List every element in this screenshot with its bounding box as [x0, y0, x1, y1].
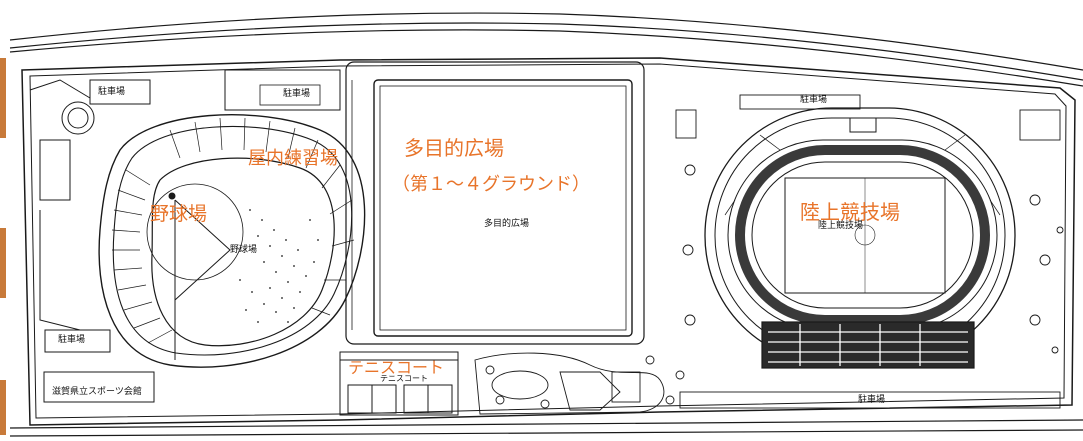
- parking-left-top-label: 駐車場: [98, 87, 126, 97]
- athletics-stadium: [704, 107, 1016, 369]
- bottom-road: [9, 419, 1083, 437]
- edge-mark: [0, 228, 6, 298]
- multipurpose-field: [345, 61, 645, 345]
- tennis-court-label: テニスコート: [348, 358, 445, 377]
- baseball-stadium: [98, 114, 366, 368]
- parking-left-bottom-label: 駐車場: [58, 335, 86, 345]
- top-road: [9, 12, 1083, 87]
- sports-center-label: 滋賀県立スポーツ会館: [52, 387, 142, 397]
- baseball-west-structures: [29, 79, 155, 403]
- park-boundary: [21, 57, 1076, 426]
- indoor-practice-building: [224, 69, 341, 111]
- track-title-label: 陸上競技場: [800, 200, 900, 224]
- edge-mark: [0, 58, 6, 138]
- parking-right-top-label: 駐車場: [800, 95, 828, 105]
- parking-center-top-label: 駐車場: [283, 89, 311, 99]
- baseball-title-label: 野球場: [150, 203, 208, 225]
- garden-area: [474, 352, 685, 415]
- tennis-courts: [339, 351, 459, 416]
- indoor-practice-label: 屋内練習場: [248, 148, 338, 169]
- multipurpose-sub-label: （第１～４グラウンド）: [392, 174, 590, 195]
- multipurpose-title-label: 多目的広場: [404, 136, 504, 160]
- track-small-label: 陸上競技場: [818, 221, 864, 231]
- baseball-small-label: 野球場: [230, 245, 258, 255]
- parking-bottom-right-label: 駐車場: [858, 395, 886, 405]
- multipurpose-small-label: 多目的広場: [484, 219, 530, 229]
- athletics-surroundings: [675, 94, 1064, 409]
- tennis-small-label: テニスコート: [380, 374, 428, 383]
- edge-mark: [0, 380, 6, 435]
